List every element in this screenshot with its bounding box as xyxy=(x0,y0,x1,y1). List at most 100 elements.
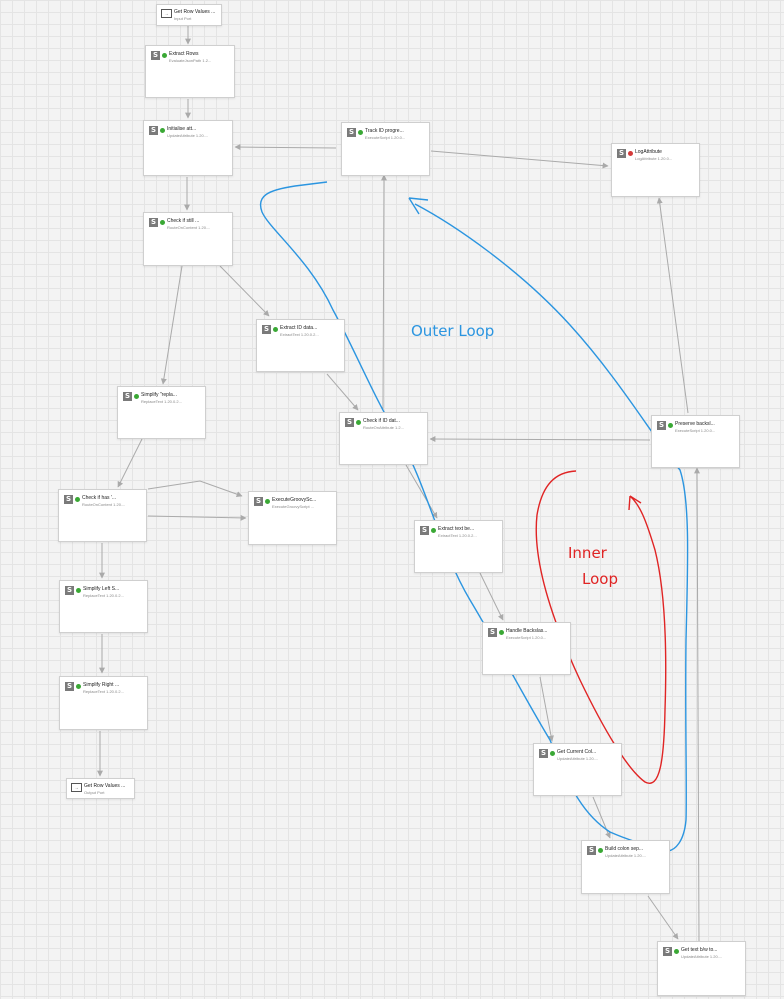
script-icon: S xyxy=(617,149,626,158)
outer-loop-stroke xyxy=(259,181,689,852)
processor-type: UpdateAttribute 1.20.... xyxy=(557,756,599,761)
connection-check-id-extract-text xyxy=(405,464,438,519)
inner-loop-arrowhead xyxy=(628,495,642,511)
processor-preserve-backslash[interactable]: S Preserve backsl...ExecuteScript 1.20.0… xyxy=(651,415,740,468)
processor-type: RouteOnContent 1.20.... xyxy=(167,225,211,230)
processor-extract-text-between[interactable]: S Extract text be...ExtractText 1.20.0.2… xyxy=(414,520,503,573)
running-status-icon xyxy=(75,497,80,502)
running-status-icon xyxy=(76,588,81,593)
processor-type: ExtractText 1.20.0.2... xyxy=(438,533,477,538)
processor-name: Track ID progre... xyxy=(365,128,404,134)
script-icon: S xyxy=(488,628,497,637)
inner-loop-label-line2: Loop xyxy=(582,570,618,588)
processor-name: Check if has '... xyxy=(82,495,117,501)
running-status-icon xyxy=(273,327,278,332)
connection-track-id-log-attr xyxy=(430,150,609,169)
processor-check-if-has[interactable]: S Check if has '...RouteOnContent 1.20..… xyxy=(58,489,147,542)
running-status-icon xyxy=(668,423,673,428)
processor-type: ExtractText 1.20.0.2... xyxy=(280,332,319,337)
processor-name: Extract text be... xyxy=(438,526,475,532)
input-port-icon: → xyxy=(161,9,172,18)
inner-loop-label-line1: Inner xyxy=(568,544,607,562)
connection-build-colon-get-text xyxy=(647,895,679,940)
processor-type: ExecuteScript 1.20.0... xyxy=(506,635,547,640)
script-icon: S xyxy=(657,421,666,430)
processor-name: Build colon sep... xyxy=(605,846,644,852)
processor-name: Initialise att... xyxy=(167,126,197,132)
output-port-get-row-values[interactable]: → Get Row Values ... Output Port xyxy=(66,778,135,799)
running-status-icon xyxy=(265,499,270,504)
processor-simplify-left[interactable]: S Simplify Left S...ReplaceText 1.20.0.2… xyxy=(59,580,148,633)
processor-name: Check if ID dat... xyxy=(363,418,400,424)
processor-type: LogAttribute 1.20.0... xyxy=(635,156,673,161)
processor-name: ExecuteGroovySc... xyxy=(272,497,317,503)
processor-get-text-between-tokens[interactable]: S Get text b/w to...UpdateAttribute 1.20… xyxy=(657,941,746,996)
running-status-icon xyxy=(134,394,139,399)
running-status-icon xyxy=(358,130,363,135)
running-status-icon xyxy=(162,53,167,58)
connection-get-text-preserve xyxy=(694,467,701,943)
input-port-get-row-values[interactable]: → Get Row Values ... Input Port xyxy=(156,4,222,26)
connection-preserve-check-id xyxy=(429,436,651,443)
processor-extract-id-data[interactable]: S Extract ID data...ExtractText 1.20.0.2… xyxy=(256,319,345,372)
processor-execute-groovy-script[interactable]: S ExecuteGroovySc...ExecuteGroovyScript … xyxy=(248,491,337,545)
connection-extract-text-handle-back xyxy=(479,572,504,621)
processor-name: Simplify "repla... xyxy=(141,392,177,398)
stopped-status-icon xyxy=(628,151,633,156)
processor-type: EvaluateJsonPath 1.2... xyxy=(169,58,212,63)
running-status-icon xyxy=(431,528,436,533)
script-icon: S xyxy=(663,947,672,956)
script-icon: S xyxy=(345,418,354,427)
processor-initialise-attributes[interactable]: S Initialise att...UpdateAttribute 1.20.… xyxy=(143,120,233,176)
processor-type: ReplaceText 1.20.0.2... xyxy=(141,399,182,404)
script-icon: S xyxy=(149,218,158,227)
processor-name: Simplify Left S... xyxy=(83,586,120,592)
outer-loop-label: Outer Loop xyxy=(411,322,495,340)
processor-type: UpdateAttribute 1.20.... xyxy=(605,853,647,858)
connection-check-id-track-id xyxy=(380,174,387,411)
connection-check-still-simplify-repl xyxy=(160,265,183,385)
running-status-icon xyxy=(160,220,165,225)
connection-handle-back-get-current xyxy=(539,676,554,742)
script-icon: S xyxy=(420,526,429,535)
script-icon: S xyxy=(65,682,74,691)
processor-type: ExecuteScript 1.20.0... xyxy=(675,428,716,433)
script-icon: S xyxy=(64,495,73,504)
processor-name: Get text b/w to... xyxy=(681,947,718,953)
processor-name: Extract Rows xyxy=(169,51,199,57)
connection-check-has-exec-groovy xyxy=(147,514,247,521)
processor-simplify-right[interactable]: S Simplify Right ...ReplaceText 1.20.0.2… xyxy=(59,676,148,730)
processor-check-if-id-data[interactable]: S Check if ID dat...RouteOnAttribute 1.2… xyxy=(339,412,428,465)
connection-check-still-extract-id xyxy=(219,265,270,317)
processor-type: UpdateAttribute 1.20.... xyxy=(167,133,209,138)
processor-simplify-replace[interactable]: S Simplify "repla...ReplaceText 1.20.0.2… xyxy=(117,386,206,439)
script-icon: S xyxy=(539,749,548,758)
processor-type: ReplaceText 1.20.0.2... xyxy=(83,689,124,694)
output-port-icon: → xyxy=(71,783,82,792)
running-status-icon xyxy=(550,751,555,756)
processor-name: Extract ID data... xyxy=(280,325,318,331)
running-status-icon xyxy=(674,949,679,954)
script-icon: S xyxy=(587,846,596,855)
processor-track-id-progress[interactable]: S Track ID progre...ExecuteScript 1.20.0… xyxy=(341,122,430,176)
processor-type: Input Port xyxy=(174,16,192,21)
processor-name: Handle Backslas... xyxy=(506,628,548,634)
running-status-icon xyxy=(499,630,504,635)
connection-extract-id-check-id xyxy=(326,373,359,411)
processor-build-colon-separated[interactable]: S Build colon sep...UpdateAttribute 1.20… xyxy=(581,840,670,894)
script-icon: S xyxy=(149,126,158,135)
connection-preserve-log-attr xyxy=(656,197,689,414)
processor-check-if-still[interactable]: S Check if still ...RouteOnContent 1.20.… xyxy=(143,212,233,266)
script-icon: S xyxy=(123,392,132,401)
script-icon: S xyxy=(65,586,74,595)
processor-get-current-column[interactable]: S Get Current Col...UpdateAttribute 1.20… xyxy=(533,743,622,796)
processor-name: Get Row Values ... xyxy=(174,9,216,15)
connection-track-id-initialize xyxy=(234,144,337,151)
running-status-icon xyxy=(160,128,165,133)
script-icon: S xyxy=(262,325,271,334)
processor-type: ExecuteGroovyScript ... xyxy=(272,504,315,509)
processor-handle-backslashes[interactable]: S Handle Backslas...ExecuteScript 1.20.0… xyxy=(482,622,571,675)
processor-name: Preserve backsl... xyxy=(675,421,715,427)
